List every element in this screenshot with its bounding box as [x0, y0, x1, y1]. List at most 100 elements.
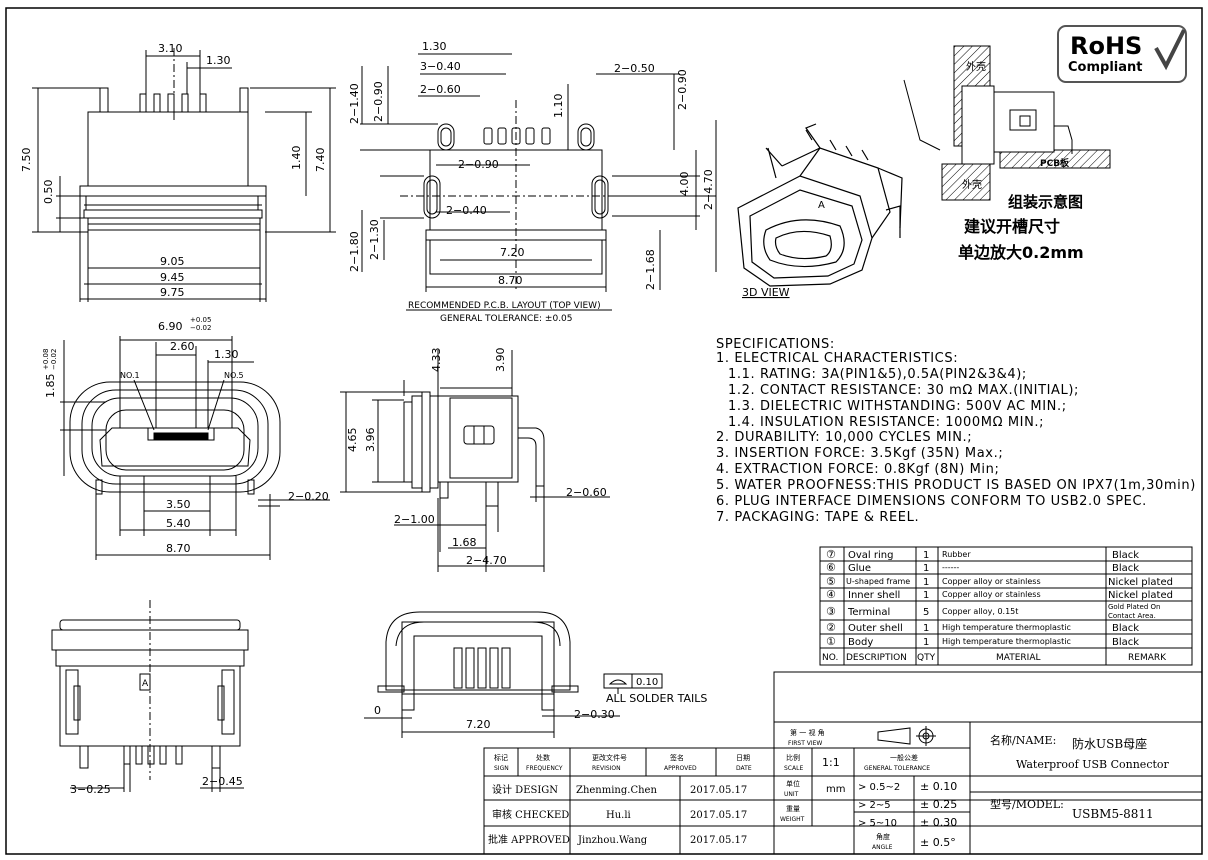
svg-text:± 0.5°: ± 0.5° [920, 836, 956, 849]
side-view-dimensions: 4.33 3.90 4.65 3.96 2−0.60 2−1.00 1.68 2… [346, 348, 607, 568]
approved-date: 2017.05.17 [690, 835, 747, 846]
scale-value: 1:1 [822, 756, 840, 769]
spec-line-1-4: 1.4. INSULATION RESISTANCE: 1000MΩ MIN.; [728, 415, 1044, 430]
dim-3-96: 3.96 [364, 428, 377, 453]
dim-4-00: 4.00 [678, 172, 691, 197]
dim-2-0-90-right: 2−0.90 [676, 69, 689, 110]
dim-9-75: 9.75 [160, 286, 185, 299]
dim-1-85: 1.85 [44, 374, 57, 399]
svg-text:Contact Area.: Contact Area. [1108, 612, 1156, 620]
svg-text:FREQUENCY: FREQUENCY [526, 765, 563, 772]
back-view-dimensions: 3−0.25 2−0.45 [70, 775, 243, 796]
svg-text:> 2~5: > 2~5 [858, 800, 891, 811]
svg-text:± 0.25: ± 0.25 [920, 798, 957, 811]
svg-text:③: ③ [826, 605, 836, 618]
front-view-dimensions: 3.10 1.30 7.50 0.50 1.40 7.40 9.05 9.45 … [20, 42, 327, 299]
spec-line-1-1: 1.1. RATING: 3A(PIN1&5),0.5A(PIN2&3&4); [728, 367, 1027, 382]
svg-text:1: 1 [923, 577, 929, 588]
svg-text:QTY: QTY [917, 653, 936, 663]
svg-text:Black: Black [1112, 550, 1139, 561]
dim-2-0-60-side: 2−0.60 [566, 486, 607, 499]
svg-text:SIGN: SIGN [494, 765, 509, 772]
spec-line-7: 7. PACKAGING: TAPE & REEL. [716, 510, 919, 525]
svg-text:②: ② [826, 621, 836, 634]
svg-text:FIRST VIEW: FIRST VIEW [788, 740, 822, 747]
svg-text:标记: 标记 [494, 753, 508, 762]
svg-text:重量: 重量 [786, 805, 800, 813]
3d-view-label: 3D VIEW [742, 286, 790, 299]
svg-text:Copper alloy or stainless: Copper alloy or stainless [942, 577, 1041, 586]
dim-4-33: 4.33 [430, 348, 443, 373]
svg-text:更改文件号: 更改文件号 [592, 753, 627, 762]
dim-7-20-pcb: 7.20 [500, 246, 525, 259]
dim-6-90: 6.90 [158, 320, 183, 333]
bom-row-7: ⑦ Oval ring 1 Rubber Black [826, 548, 1139, 561]
outer-shell-label-bottom: 外壳 [962, 178, 982, 191]
dim-2-0-45: 2−0.45 [202, 775, 243, 788]
side-view [340, 350, 610, 572]
svg-text:APPROVED: APPROVED [664, 765, 697, 772]
svg-text:U-shaped frame: U-shaped frame [846, 577, 910, 586]
svg-text:------: ------ [942, 563, 959, 572]
svg-text:± 0.10: ± 0.10 [920, 780, 957, 793]
dim-2-0-90-center: 2−0.90 [458, 158, 499, 171]
svg-text:High temperature thermoplastic: High temperature thermoplastic [942, 637, 1071, 646]
model-number: USBM5-8811 [1072, 807, 1154, 821]
bom-row-3: ③ Terminal 5 Copper alloy, 0.15t Gold Pl… [826, 603, 1160, 620]
spec-line-3: 3. INSERTION FORCE: 3.5Kgf (35N) Max.; [716, 446, 1003, 461]
svg-text:日期: 日期 [736, 754, 750, 762]
spec-line-2: 2. DURABILITY: 10,000 CYCLES MIN.; [716, 430, 972, 445]
svg-text:比例: 比例 [786, 753, 800, 762]
svg-text:Black: Black [1112, 637, 1139, 648]
svg-text:WEIGHT: WEIGHT [780, 816, 805, 823]
specifications: SPECIFICATIONS: 1. ELECTRICAL CHARACTERI… [716, 337, 1195, 525]
rohs-subtitle: Compliant [1068, 60, 1142, 75]
svg-text:REVISION: REVISION [592, 765, 621, 772]
svg-text:处数: 处数 [536, 753, 550, 762]
assembly-title: 组装示意图 [1008, 193, 1083, 211]
pin-5-label: NO.5 [224, 371, 244, 380]
dim-2-0-20: 2−0.20 [288, 490, 329, 503]
svg-text:角度: 角度 [876, 832, 890, 841]
svg-text:UNIT: UNIT [784, 791, 799, 798]
revision-header: 标记 SIGN 处数 FREQUENCY 更改文件号 REVISION 签名 A… [494, 753, 752, 772]
title-block: 标记 SIGN 处数 FREQUENCY 更改文件号 REVISION 签名 A… [483, 671, 1203, 855]
dim-6-90-tol-down: −0.02 [190, 324, 211, 332]
front-view [32, 48, 336, 302]
bom-row-4: ④ Inner shell 1 Copper alloy or stainles… [826, 588, 1173, 601]
dim-2-1-40: 2−1.40 [348, 83, 361, 124]
dim-2-1-00: 2−1.00 [394, 513, 435, 526]
dim-2-4-70-side: 2−4.70 [466, 554, 507, 567]
dim-2-0-30: 2−0.30 [574, 708, 615, 721]
svg-text:Nickel plated: Nickel plated [1108, 577, 1173, 588]
bom-row-1: ① Body 1 High temperature thermoplastic … [826, 635, 1139, 648]
dim-9-45: 9.45 [160, 271, 185, 284]
unit-value: mm [826, 784, 845, 795]
svg-text:± 0.30: ± 0.30 [920, 816, 957, 829]
dim-7-40: 7.40 [314, 148, 327, 173]
bom-header: NO. DESCRIPTION QTY MATERIAL REMARK [822, 653, 1167, 663]
dim-zero-datum: 0 [374, 704, 381, 717]
svg-text:Outer shell: Outer shell [848, 623, 903, 634]
svg-text:Oval ring: Oval ring [848, 550, 893, 561]
dim-2-60: 2.60 [170, 340, 195, 353]
dim-7-50: 7.50 [20, 148, 33, 173]
dim-3-90: 3.90 [494, 348, 507, 373]
svg-text:DATE: DATE [736, 765, 752, 772]
approved-name: Jinzhou.Wang [577, 835, 648, 846]
dim-1-10: 1.10 [552, 94, 565, 119]
svg-text:Body: Body [848, 637, 873, 648]
svg-text:A: A [818, 200, 825, 211]
bom-table: ⑦ Oval ring 1 Rubber Black ⑥ Glue 1 ----… [819, 546, 1193, 666]
checked-role: 审核 CHECKED [492, 808, 569, 821]
pcb-layout-caption: RECOMMENDED P.C.B. LAYOUT (TOP VIEW) [408, 301, 601, 311]
spec-line-1-2: 1.2. CONTACT RESISTANCE: 30 mΩ MAX.(INIT… [728, 383, 1079, 398]
dim-4-65: 4.65 [346, 428, 359, 453]
dim-2-1-30: 2−1.30 [368, 219, 381, 260]
pcb-layout-view [360, 53, 717, 311]
svg-text:Inner shell: Inner shell [848, 590, 900, 601]
dim-3-0-25: 3−0.25 [70, 783, 111, 796]
svg-text:A: A [142, 679, 149, 689]
svg-text:①: ① [826, 635, 836, 648]
